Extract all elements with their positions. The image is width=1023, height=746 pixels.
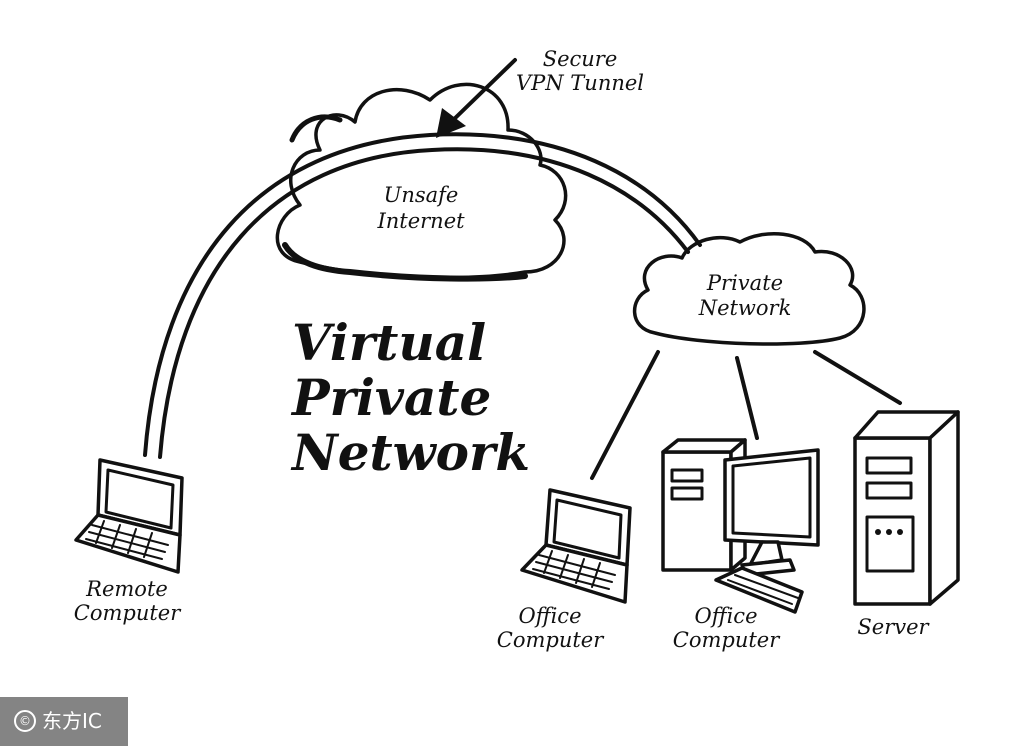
office-laptop-label-line-1: Office [519, 604, 582, 628]
office-desktop-label-line-2: Computer [673, 628, 781, 652]
office-laptop-label-line-2: Computer [497, 628, 605, 652]
server-label: Server [857, 615, 930, 639]
private-network-links [590, 350, 902, 480]
title-line-1: Virtual [292, 313, 486, 372]
vpn-tunnel [143, 132, 702, 459]
title-line-2: Private [290, 368, 491, 427]
server-tower-icon [853, 410, 960, 606]
private-label-line-2: Network [698, 296, 792, 320]
remote-laptop-icon [74, 458, 184, 574]
private-network-cloud [632, 231, 866, 346]
watermark: © 东方IC [0, 697, 128, 746]
tunnel-label-line-2: VPN Tunnel [516, 71, 644, 95]
watermark-text: 东方IC [42, 709, 102, 733]
internet-label-line-1: Unsafe [384, 183, 459, 207]
office-desktop-icon [661, 438, 820, 614]
office-laptop-icon [520, 488, 632, 604]
remote-label-line-2: Computer [74, 601, 182, 625]
internet-label-line-2: Internet [376, 209, 465, 233]
tunnel-label-line-1: Secure [543, 47, 618, 71]
title-line-3: Network [290, 423, 530, 482]
copyright-icon: © [14, 710, 36, 732]
tunnel-pointer-arrow [436, 58, 517, 138]
remote-label-line-1: Remote [85, 577, 168, 601]
office-desktop-label-line-1: Office [695, 604, 758, 628]
private-label-line-1: Private [706, 271, 783, 295]
unsafe-internet-cloud [275, 82, 568, 282]
